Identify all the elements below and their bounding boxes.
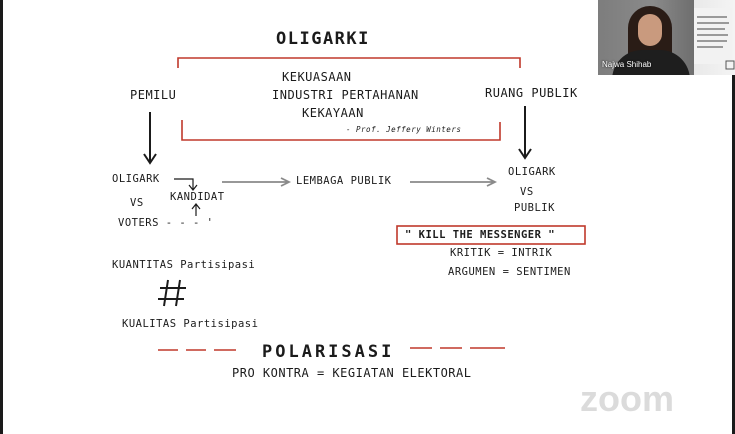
bottom-red-bracket (181, 120, 501, 141)
kill-messenger-box (396, 225, 586, 245)
board-title: OLIGARKI (276, 29, 370, 49)
oligark-kandidat-arrow (174, 178, 198, 191)
polarisasi: POLARISASI (262, 342, 395, 362)
participant-face (638, 14, 662, 46)
not-equal-sign (158, 279, 186, 307)
oligark-left: OLIGARK (112, 173, 160, 185)
expand-icon[interactable] (725, 60, 735, 70)
kualitas-partisipasi: KUALITAS Partisipasi (122, 318, 259, 330)
center-line-industri: INDUSTRI PERTAHANAN (272, 88, 419, 102)
pemilu-down-arrow (143, 112, 157, 165)
kandidat-up-arrow (191, 203, 201, 216)
kandidat: KANDIDAT (170, 191, 225, 203)
left-heading-pemilu: PEMILU (130, 88, 177, 102)
participant-name: Najwa Shihab (602, 60, 652, 69)
screen-left-edge (0, 0, 3, 434)
vs-right: VS (520, 186, 534, 198)
lembaga-publik: LEMBAGA PUBLIK (296, 175, 392, 187)
kritik-intrik: KRITIK = INTRIK (450, 247, 553, 259)
center-line-kekuasaan: KEKUASAAN (282, 70, 352, 84)
zoom-logo: zoom (580, 378, 674, 419)
argumen-sentimen: ARGUMEN = SENTIMEN (448, 266, 571, 278)
webcam-thumbnail[interactable]: Najwa Shihab (598, 0, 735, 75)
kuantitas-partisipasi: KUANTITAS Partisipasi (112, 259, 256, 271)
screen-right-edge (732, 0, 735, 434)
center-line-kekayaan: KEKAYAAN (302, 106, 364, 120)
ruang-publik-down-arrow (518, 106, 532, 160)
lembaga-oligark-arrow (410, 177, 498, 187)
webcam-banner (694, 8, 732, 64)
voters: VOTERS - - - ' (118, 217, 214, 229)
vs-left: VS (130, 197, 144, 209)
pro-kontra: PRO KONTRA = KEGIATAN ELEKTORAL (232, 366, 472, 380)
top-red-bracket (177, 57, 521, 68)
citation: - Prof. Jeffery Winters (346, 125, 462, 134)
right-heading-ruang-publik: RUANG PUBLIK (485, 86, 578, 100)
oligark-lembaga-arrow (222, 177, 292, 187)
publik: PUBLIK (514, 202, 555, 214)
oligark-right: OLIGARK (508, 166, 556, 178)
kill-the-messenger: " KILL THE MESSENGER " (405, 229, 556, 241)
